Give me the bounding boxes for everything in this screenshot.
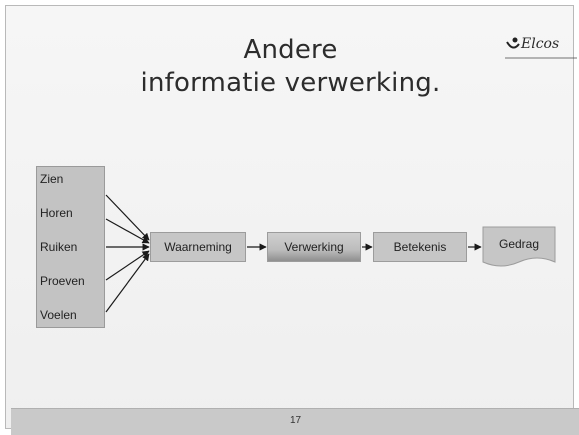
senses-box: Zien Horen Ruiken Proeven Voelen xyxy=(36,166,105,328)
sense-label-voelen: Voelen xyxy=(40,308,77,322)
elcos-logo xyxy=(505,37,577,59)
arrow-proeven xyxy=(105,250,150,281)
sense-label-zien: Zien xyxy=(40,172,64,186)
slide-footer: 17 xyxy=(11,408,579,435)
step-box-verwerking: Verwerking xyxy=(267,232,361,262)
end-shape-gedrag xyxy=(482,226,556,267)
arrow-voelen xyxy=(105,253,150,313)
step-box-waarneming: Waarneming xyxy=(150,232,246,262)
logo-text: Elcos xyxy=(521,36,560,52)
sense-label-ruiken: Ruiken xyxy=(40,240,78,254)
slide-title-line-2: informatie verwerking. xyxy=(140,68,441,98)
arrow-horen xyxy=(105,218,150,244)
step-box-betekenis: Betekenis xyxy=(373,232,467,262)
arrow-zien xyxy=(105,194,150,241)
end-label-gedrag: Gedrag xyxy=(498,237,540,251)
page-number: 17 xyxy=(289,415,302,426)
slide-title-line-1: Andere xyxy=(243,35,338,65)
sense-label-proeven: Proeven xyxy=(40,274,85,288)
sense-label-horen: Horen xyxy=(40,206,73,220)
